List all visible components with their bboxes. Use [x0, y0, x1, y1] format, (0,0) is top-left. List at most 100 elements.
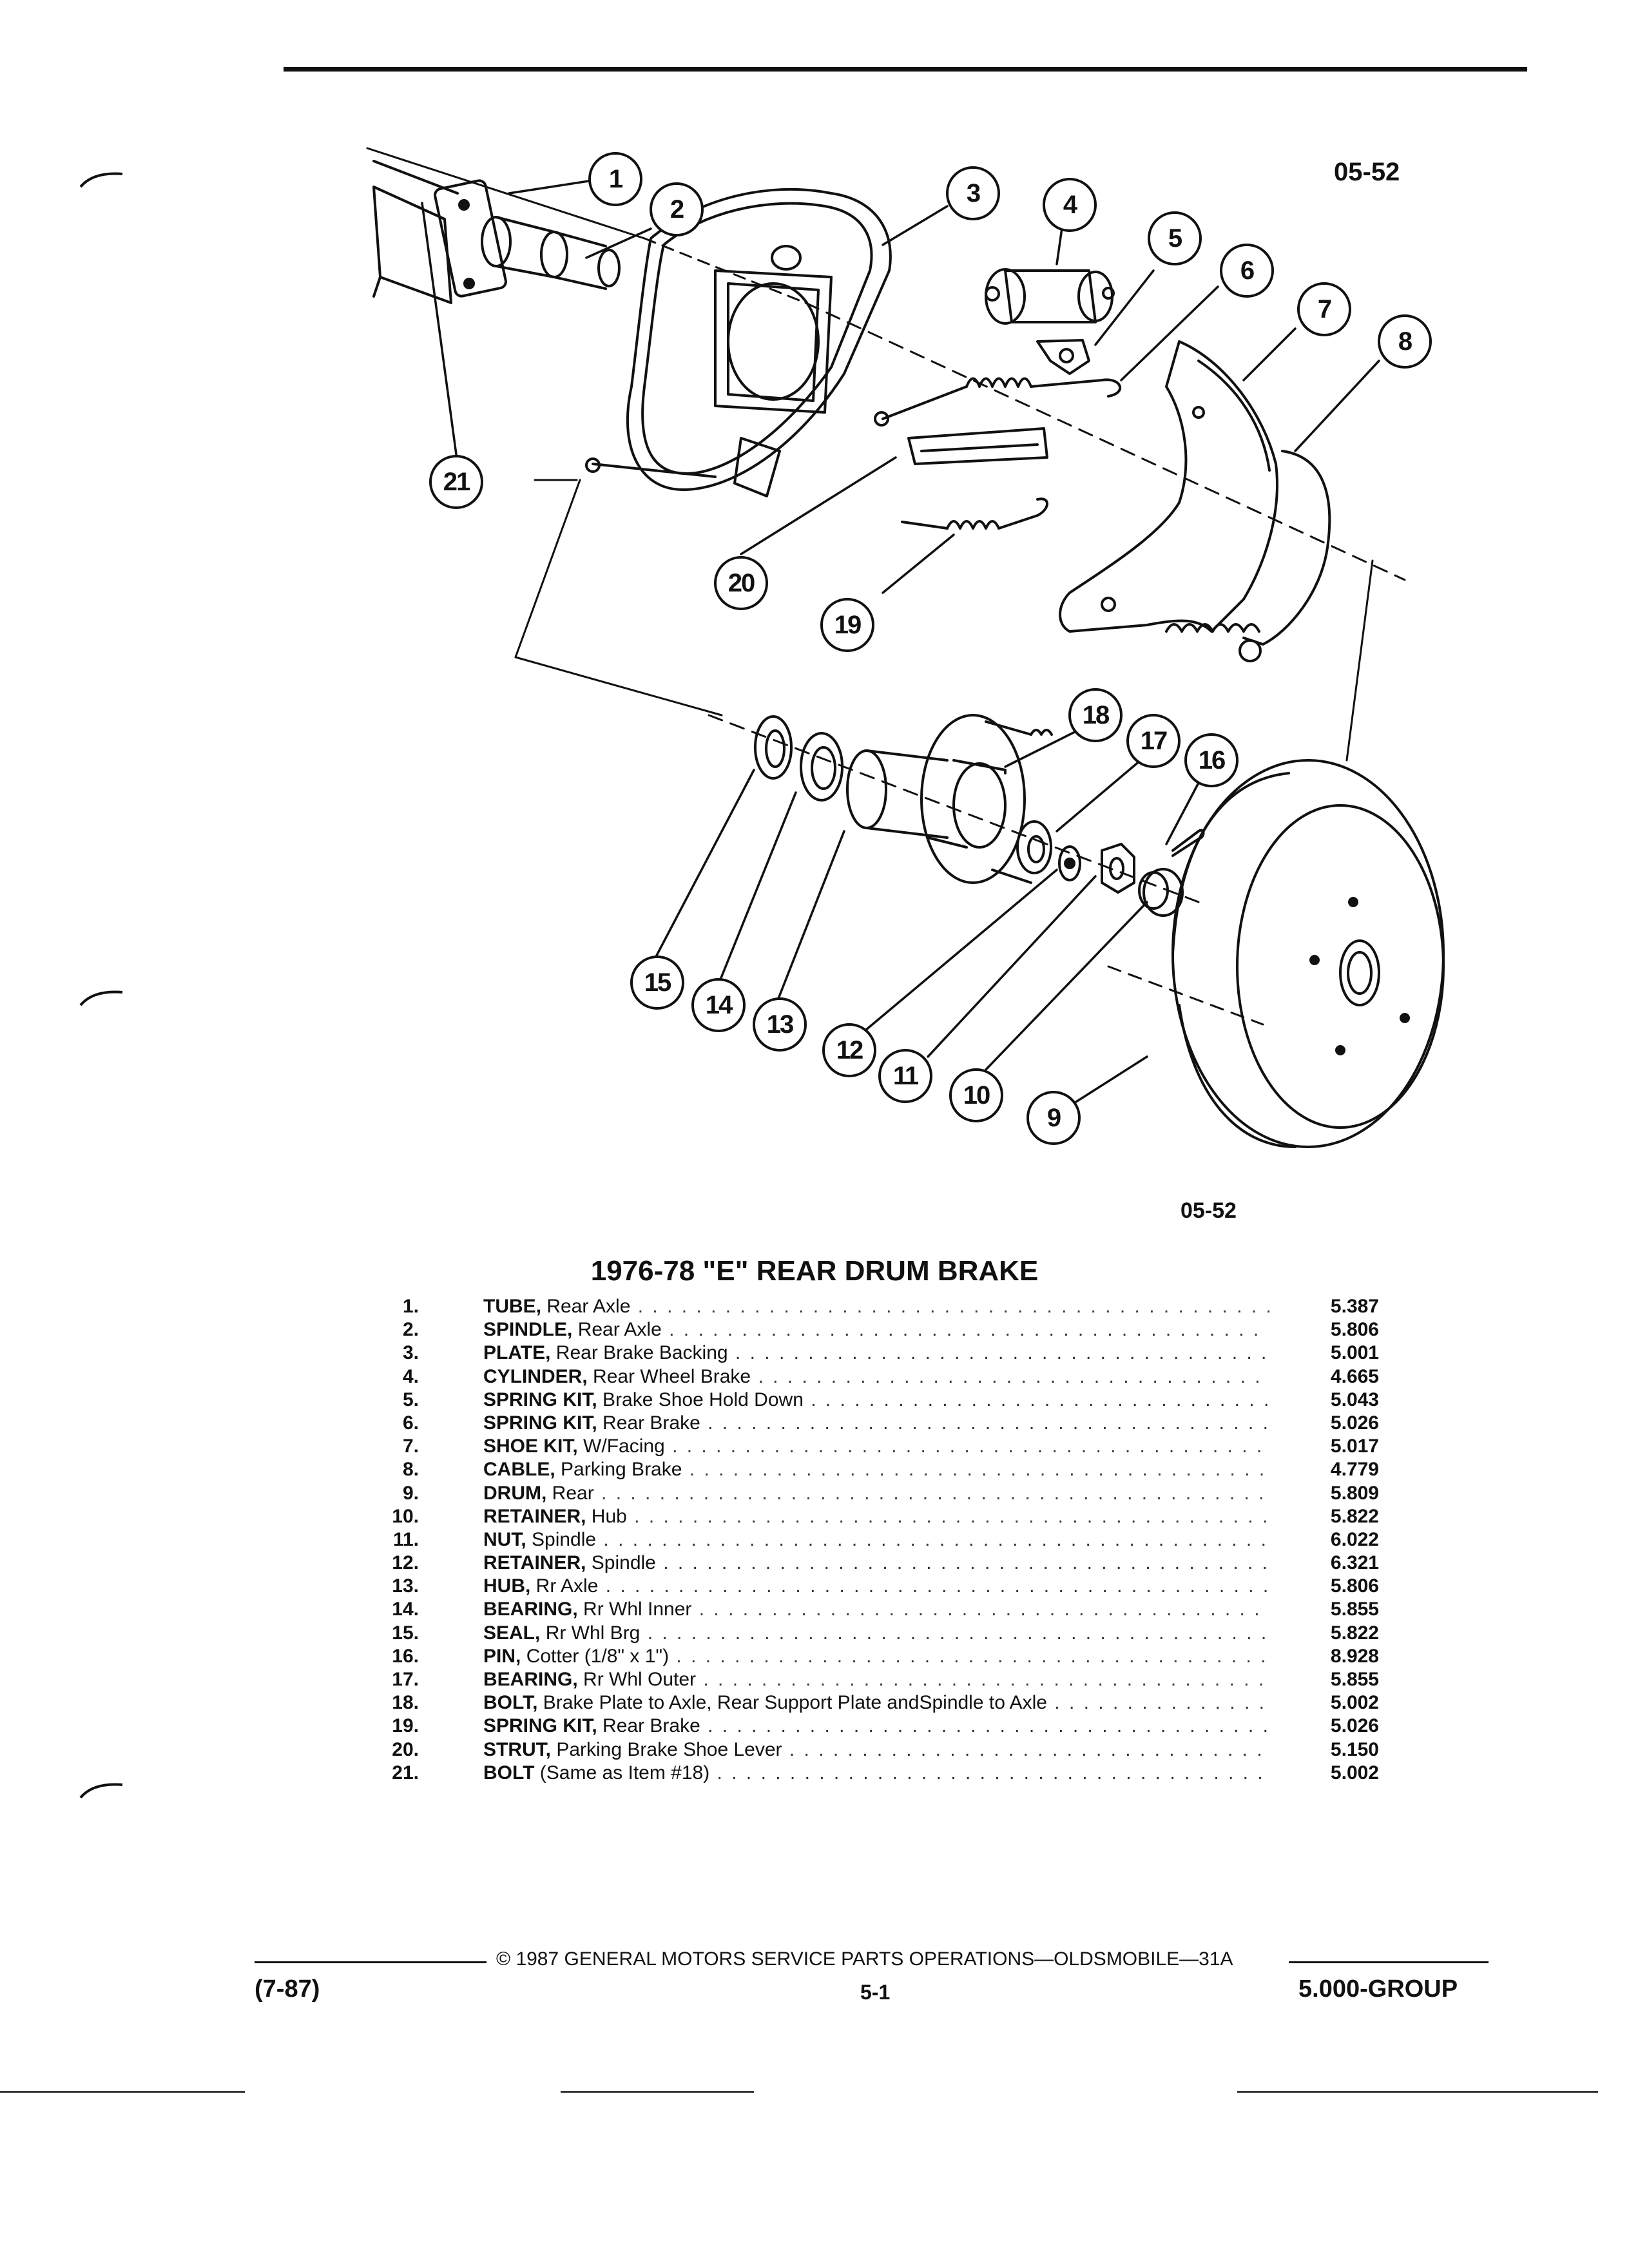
footer-rule-right: [1289, 1961, 1489, 1963]
part-number: 6.: [402, 1412, 419, 1434]
part-description: PIN, Cotter (1/8" x 1") . . . . . . . . …: [483, 1645, 1269, 1668]
parts-row: 16. PIN, Cotter (1/8" x 1") . . . . . . .…: [361, 1645, 1379, 1668]
part-description: CABLE, Parking Brake . . . . . . . . . .…: [483, 1458, 1269, 1481]
part-group-code: 6.022: [1330, 1528, 1379, 1550]
part-name: CYLINDER,: [483, 1365, 588, 1387]
outer-bearing: [1016, 820, 1052, 874]
part-group-code: 5.806: [1330, 1319, 1379, 1341]
part-group-code: 5.043: [1330, 1389, 1379, 1410]
part-group-code: 5.150: [1330, 1738, 1379, 1760]
callout-15: 15: [630, 956, 684, 1010]
part-number: 14.: [392, 1599, 419, 1620]
parking-brake-strut: [907, 427, 1048, 465]
part-name: NUT,: [483, 1528, 526, 1550]
part-description: BEARING, Rr Whl Inner . . . . . . . . . …: [483, 1598, 1269, 1621]
parts-row: 21.BOLT (Same as Item #18) . . . . . . .…: [361, 1762, 1379, 1785]
hold-down-spring: [1036, 339, 1090, 375]
part-description: HUB, Rr Axle . . . . . . . . . . . . . .…: [483, 1575, 1269, 1598]
callout-17: 17: [1126, 714, 1181, 768]
part-number: 1.: [402, 1296, 419, 1317]
part-detail: Parking Brake Shoe Lever: [551, 1738, 782, 1760]
callout-12: 12: [822, 1023, 876, 1077]
axle-tube: [372, 160, 507, 304]
part-group-code: 5.026: [1330, 1715, 1379, 1737]
part-name: STRUT,: [483, 1738, 551, 1760]
part-group-code: 5.002: [1330, 1762, 1379, 1783]
part-detail: Rr Whl Outer: [577, 1669, 697, 1690]
part-number: 17.: [392, 1669, 419, 1690]
part-number: 21.: [392, 1762, 419, 1783]
callout-14: 14: [691, 978, 746, 1032]
parts-row: 17. BEARING, Rr Whl Outer . . . . . . . .…: [361, 1668, 1379, 1691]
callout-21: 21: [429, 455, 483, 509]
scan-mark: [561, 2091, 754, 2093]
part-name: BOLT: [483, 1762, 535, 1783]
parts-row: 15.SEAL, Rr Whl Brg . . . . . . . . . . …: [361, 1622, 1379, 1645]
part-group-code: 5.822: [1330, 1622, 1379, 1644]
callout-19: 19: [820, 598, 874, 652]
parts-row: 18.BOLT, Brake Plate to Axle, Rear Suppo…: [361, 1691, 1379, 1715]
group-label: 5.000-GROUP: [1298, 1975, 1458, 2003]
hub-retainer: [1138, 868, 1184, 917]
part-number: 13.: [392, 1575, 419, 1597]
part-number: 9.: [402, 1482, 419, 1504]
date-code: (7-87): [255, 1975, 320, 2003]
inner-bearing: [800, 732, 843, 802]
part-number: 10.: [392, 1505, 419, 1527]
dot-leader: . . . . . . . . . . . . . . . . . . . . …: [708, 1412, 1269, 1434]
part-name: SPRING KIT,: [483, 1389, 597, 1410]
part-name: SPRING KIT,: [483, 1412, 597, 1434]
part-number: 11.: [392, 1528, 419, 1550]
part-description: SPRING KIT, Rear Brake . . . . . . . . .…: [483, 1412, 1269, 1435]
part-number: 8.: [402, 1459, 419, 1481]
part-group-code: 5.017: [1330, 1436, 1379, 1457]
dot-leader: . . . . . . . . . . . . . . . . . . . . …: [735, 1342, 1269, 1364]
part-group-code: 5.002: [1330, 1692, 1379, 1714]
callout-4: 4: [1043, 178, 1097, 232]
part-description: BOLT, Brake Plate to Axle, Rear Support …: [483, 1691, 1269, 1715]
margin-mark: [79, 1783, 123, 1799]
part-number: 19.: [392, 1715, 419, 1737]
top-rule: [284, 67, 1527, 72]
parts-list: 1. TUBE, Rear Axle . . . . . . . . . . . …: [361, 1295, 1379, 1785]
parts-row: 12.RETAINER, Spindle . . . . . . . . . .…: [361, 1552, 1379, 1575]
page-number: 5-1: [860, 1981, 891, 2004]
copyright-line: © 1987 GENERAL MOTORS SERVICE PARTS OPER…: [496, 1948, 1233, 1970]
dot-leader: . . . . . . . . . . . . . . . . . . . . …: [634, 1505, 1269, 1527]
part-number: 3.: [402, 1342, 419, 1364]
parts-row: 6. SPRING KIT, Rear Brake . . . . . . . .…: [361, 1412, 1379, 1435]
part-number: 16.: [392, 1645, 419, 1667]
leader-arrows: [421, 179, 1380, 1103]
dot-leader: . . . . . . . . . . . . . . . . . . . . …: [758, 1365, 1269, 1387]
part-detail: Brake Shoe Hold Down: [597, 1389, 804, 1410]
spindle-retainer: [1058, 845, 1081, 881]
part-group-code: 5.001: [1330, 1342, 1379, 1364]
part-detail: Rear Brake: [597, 1412, 700, 1434]
part-description: RETAINER, Hub . . . . . . . . . . . . . …: [483, 1505, 1269, 1528]
part-number: 15.: [392, 1622, 419, 1644]
part-group-code: 8.928: [1330, 1645, 1379, 1667]
hub: [846, 714, 1053, 884]
callout-2: 2: [650, 182, 704, 236]
part-group-code: 5.855: [1330, 1599, 1379, 1620]
part-description: TUBE, Rear Axle . . . . . . . . . . . . …: [483, 1295, 1269, 1318]
wheel-cylinder: [985, 268, 1115, 325]
part-description: PLATE, Rear Brake Backing . . . . . . . …: [483, 1341, 1269, 1365]
part-detail: Rr Axle: [530, 1575, 599, 1597]
part-group-code: 6.321: [1330, 1552, 1379, 1574]
part-name: BEARING,: [483, 1599, 578, 1620]
callout-7: 7: [1297, 282, 1351, 336]
footer-rule-left: [255, 1961, 487, 1963]
part-detail: Rear Axle: [572, 1319, 662, 1341]
dot-leader: . . . . . . . . . . . . . . . . . . . . …: [811, 1389, 1269, 1410]
dot-leader: . . . . . . . . . . . . . . . . . . . . …: [663, 1552, 1269, 1574]
exploded-diagram: [366, 147, 1445, 1148]
parking-brake-cable: [1165, 450, 1331, 662]
margin-mark: [79, 990, 123, 1006]
dot-leader: . . . . . . . . . . . . . . . . . . . . …: [603, 1528, 1269, 1550]
callout-20: 20: [714, 556, 768, 610]
part-description: BEARING, Rr Whl Outer . . . . . . . . . …: [483, 1668, 1269, 1691]
dot-leader: . . . . . . . . . . . . . . . . . . . . …: [703, 1669, 1269, 1690]
dot-leader: . . . . . . . . . . . . . . . . . . . . …: [1054, 1692, 1269, 1714]
dot-leader: . . . . . . . . . . . . . . . . . . . . …: [717, 1762, 1269, 1783]
